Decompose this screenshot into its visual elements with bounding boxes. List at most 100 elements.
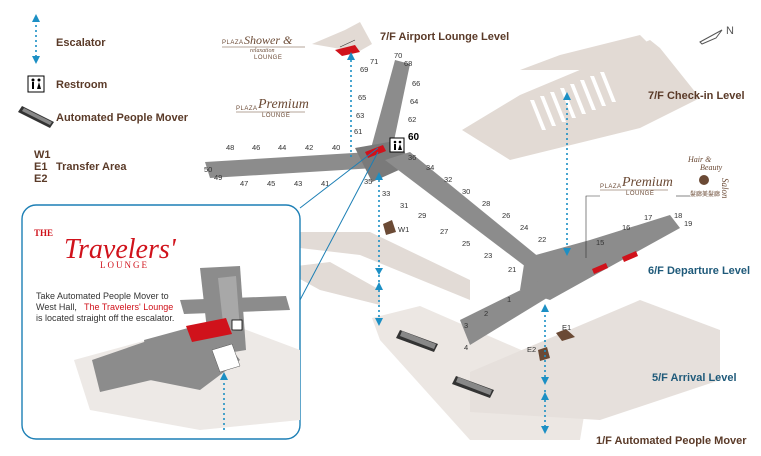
salon-logo: Hair & Beauty Salon 髮廊美髮廊: [687, 155, 730, 199]
gate-label: 62: [408, 115, 416, 124]
gate-label: 24: [520, 223, 528, 232]
legend: Escalator Restroom Automated People Move…: [18, 14, 189, 185]
legend-escalator: Escalator: [56, 37, 106, 49]
level-checkin: 7/F Check-in Level: [648, 90, 745, 102]
gate-label: 18: [674, 211, 682, 220]
gate-label: 32: [444, 175, 452, 184]
gate-label: 21: [508, 265, 516, 274]
legend-transfer-e2: E2: [34, 173, 47, 185]
callout-lines: [299, 147, 379, 301]
gate-label: 71: [370, 57, 378, 66]
north-arrow-icon: [699, 29, 723, 45]
gate-label: 4: [464, 343, 468, 352]
gate-label: 16: [622, 223, 630, 232]
gate-label: 40: [332, 143, 340, 152]
premium-lounge-logo-north: PLAZA Premium LOUNGE: [236, 97, 309, 119]
checkin-wing: [520, 35, 650, 70]
east-hall: [520, 215, 680, 300]
inset-line-highlight: The Travelers' Lounge: [84, 302, 173, 312]
gate-label: 45: [267, 179, 275, 188]
gate-label: 70: [394, 51, 402, 60]
gate-label: 17: [644, 213, 652, 222]
gate-label: 1: [507, 295, 511, 304]
lower-levels: [280, 22, 720, 440]
west-concourse: [205, 152, 375, 178]
gate-label: 48: [226, 143, 234, 152]
legend-restroom: Restroom: [56, 79, 108, 91]
inset-title-travelers: Travelers': [64, 234, 177, 265]
svg-text:髮廊美髮廊: 髮廊美髮廊: [690, 190, 720, 198]
gate-label: 28: [482, 199, 490, 208]
gate-label: 44: [278, 143, 286, 152]
lounge-marker-east-2: [622, 251, 638, 262]
level-airport-lounge: 7/F Airport Lounge Level: [380, 31, 509, 43]
svg-text:Premium: Premium: [257, 97, 309, 112]
restroom-icon-map: [389, 137, 405, 153]
gate-label: 35: [364, 177, 372, 186]
gate-label: 29: [418, 211, 426, 220]
gate-label: 25: [462, 239, 470, 248]
lounge-marker-east-1: [592, 263, 608, 274]
gate-label: 15: [596, 238, 604, 247]
svg-text:PLAZA: PLAZA: [222, 40, 244, 46]
w1-label: W1: [398, 225, 409, 234]
inset-line-1: Take Automated People Mover to: [36, 291, 169, 301]
transfer-marker-e2: [538, 347, 550, 361]
svg-text:Salon: Salon: [720, 178, 730, 199]
svg-text:LOUNGE: LOUNGE: [262, 113, 290, 119]
level-apm: 1/F Automated People Mover: [596, 435, 747, 447]
e1-label: E1: [562, 323, 571, 332]
gate-label: 26: [502, 211, 510, 220]
gate-60-label: 60: [408, 132, 420, 143]
lounge-callouts: [339, 39, 690, 258]
gate-label: 22: [538, 235, 546, 244]
escalator-arrows: [347, 52, 571, 434]
escalator-legend-icon: [32, 14, 40, 64]
transfer-marker-e1: [556, 329, 575, 341]
travelers-lounge-inset: THE Travelers' LOUNGE Take Automated Peo…: [21, 204, 301, 440]
transfer-marker-w1: [383, 220, 396, 235]
svg-text:LOUNGE: LOUNGE: [254, 55, 282, 61]
gate-label: 47: [240, 179, 248, 188]
gate-label: 19: [684, 219, 692, 228]
inset-line-3: is located straight off the escalator.: [36, 313, 174, 323]
gate-label: 2: [484, 309, 488, 318]
inset-restroom-icon: [231, 319, 243, 331]
gate-label: 61: [354, 127, 362, 136]
svg-text:LOUNGE: LOUNGE: [626, 191, 654, 197]
apm-trains: [396, 330, 494, 398]
inset-title-the: THE: [34, 228, 53, 238]
gate-label: 65: [358, 93, 366, 102]
inset-lounge-red: [186, 318, 232, 342]
svg-text:relaxation: relaxation: [250, 48, 274, 54]
svg-text:Premium: Premium: [621, 175, 673, 190]
gate-label: 3: [464, 321, 468, 330]
near-gate-arm: [460, 278, 560, 345]
gate-label: 69: [360, 65, 368, 74]
checkin-building: [462, 40, 700, 160]
airport-lounge-floor: [312, 22, 372, 52]
compass-n: N: [726, 25, 734, 37]
e2-label: E2: [527, 345, 536, 354]
restroom-legend-icon: [27, 75, 45, 93]
north-concourse: [370, 60, 410, 160]
lower-west-band-2: [280, 262, 380, 305]
airport-lounge-red: [335, 45, 360, 56]
gate-label: 64: [410, 97, 418, 106]
arrival-level-floor: [470, 300, 720, 420]
legend-transfer: Transfer Area: [56, 161, 127, 173]
transfer-markers: W1 E1 E2: [383, 220, 575, 361]
gate-label: 23: [484, 251, 492, 260]
svg-text:Hair &: Hair &: [687, 155, 712, 164]
inset-map: [74, 266, 300, 432]
gate-label: 63: [356, 111, 364, 120]
apm-legend-icon: [18, 106, 54, 128]
gate-label: 50: [204, 165, 212, 174]
lower-west-band: [300, 232, 470, 300]
gate-label: 68: [404, 59, 412, 68]
inset-escalator-icon: [211, 343, 241, 373]
svg-text:PLAZA: PLAZA: [236, 106, 258, 112]
gate-label: 30: [462, 187, 470, 196]
main-terminal: [205, 60, 680, 345]
level-arrival: 5/F Arrival Level: [652, 372, 737, 384]
